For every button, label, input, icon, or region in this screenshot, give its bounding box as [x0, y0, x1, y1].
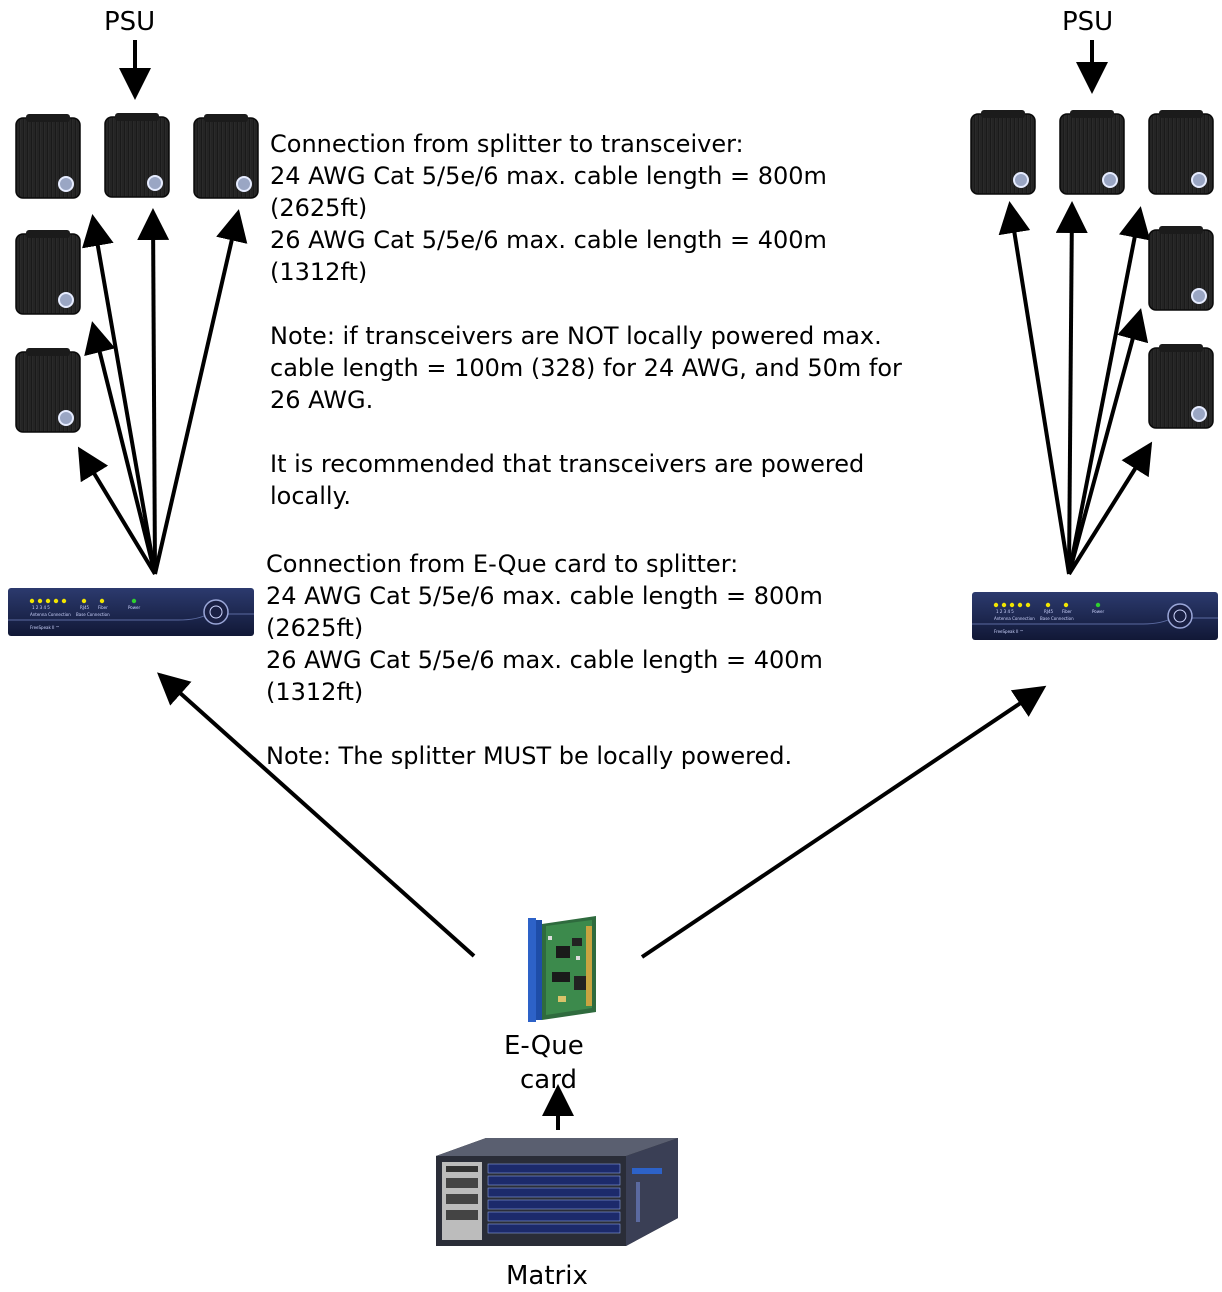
svg-text:RJ45: RJ45: [1044, 609, 1054, 614]
splitter-left: 1 2 3 4 5 RJ45 Fiber Power Antenna Conne…: [8, 588, 254, 636]
matrix-label: Matrix: [506, 1261, 588, 1291]
right-transceiver-arrows: [998, 201, 1153, 576]
svg-text:FreeSpeak II ™: FreeSpeak II ™: [30, 625, 60, 630]
eque-card-label-line1: E-Que: [504, 1031, 584, 1061]
card-to-right-splitter-arrow: [640, 685, 1047, 959]
svg-text:Fiber: Fiber: [98, 605, 108, 610]
svg-text:Power: Power: [128, 605, 140, 610]
card-to-left-splitter-arrow: [157, 672, 476, 958]
transceiver-icon: [1059, 109, 1125, 195]
splitter-right: 1 2 3 4 5 RJ45 Fiber Power Antenna Conne…: [972, 592, 1218, 640]
note-line: (2625ft): [266, 614, 364, 642]
svg-text:Antenna Connection: Antenna Connection: [30, 612, 71, 617]
note-line: locally.: [270, 482, 351, 510]
transceiver-icon: [193, 113, 259, 199]
note-line: 24 AWG Cat 5/5e/6 max. cable length = 80…: [266, 582, 823, 610]
splitter-connection-notes: Connection from E-Que card to splitter: …: [266, 548, 823, 772]
svg-text:1 2 3 4 5: 1 2 3 4 5: [32, 605, 50, 610]
left-transceiver-arrows: [77, 208, 248, 576]
svg-text:RJ45: RJ45: [80, 605, 90, 610]
transceiver-icon: [104, 112, 170, 198]
transceiver-icon: [1148, 225, 1214, 311]
eque-card-image: [528, 916, 596, 1022]
note-line: Connection from splitter to transceiver:: [270, 130, 744, 158]
note-line: Connection from E-Que card to splitter:: [266, 550, 739, 578]
svg-text:Base Connection: Base Connection: [1040, 616, 1074, 621]
note-line: (2625ft): [270, 194, 368, 222]
note-line: 24 AWG Cat 5/5e/6 max. cable length = 80…: [270, 162, 827, 190]
note-line: 26 AWG.: [270, 386, 374, 414]
transceiver-connection-notes: Connection from splitter to transceiver:…: [270, 128, 902, 512]
svg-text:Base Connection: Base Connection: [76, 612, 110, 617]
svg-text:FreeSpeak II ™: FreeSpeak II ™: [994, 629, 1024, 634]
note-line: It is recommended that transceivers are …: [270, 450, 865, 478]
transceiver-icon: [15, 229, 81, 315]
psu-label-right: PSU: [1062, 7, 1114, 37]
psu-label-left: PSU: [104, 7, 156, 37]
note-line: 26 AWG Cat 5/5e/6 max. cable length = 40…: [266, 646, 823, 674]
svg-text:1 2 3 4 5: 1 2 3 4 5: [996, 609, 1014, 614]
transceiver-icon: [15, 113, 81, 199]
transceiver-icon: [1148, 343, 1214, 429]
note-line: Note: The splitter MUST be locally power…: [266, 742, 793, 770]
transceiver-icon: [1148, 109, 1214, 195]
note-line: (1312ft): [266, 678, 364, 706]
transceiver-icon: [15, 347, 81, 433]
note-line: 26 AWG Cat 5/5e/6 max. cable length = 40…: [270, 226, 827, 254]
eque-card-label-line2: card: [520, 1065, 577, 1095]
matrix-image: [436, 1138, 678, 1246]
note-line: Note: if transceivers are NOT locally po…: [270, 322, 882, 350]
svg-text:Fiber: Fiber: [1062, 609, 1072, 614]
svg-text:Antenna Connection: Antenna Connection: [994, 616, 1035, 621]
note-line: cable length = 100m (328) for 24 AWG, an…: [270, 354, 902, 382]
note-line: (1312ft): [270, 258, 368, 286]
transceiver-icon: [970, 109, 1036, 195]
svg-text:Power: Power: [1092, 609, 1104, 614]
